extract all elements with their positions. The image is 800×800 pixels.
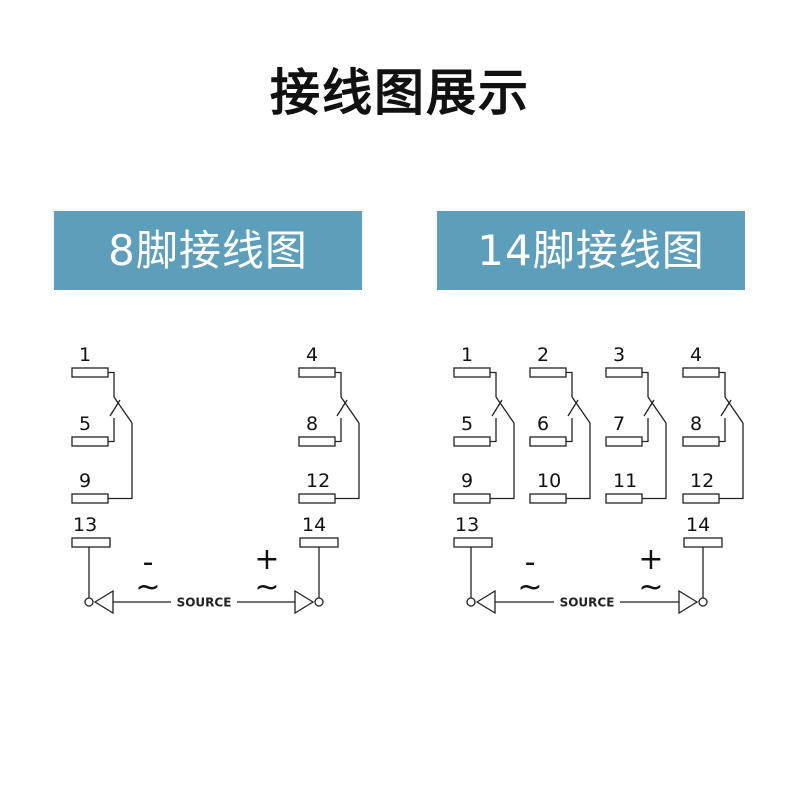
panel14-group4-common-lead	[719, 371, 726, 397]
panel8-group2-terminal-label: 8	[306, 413, 318, 435]
panel14-group2-terminal-2	[529, 367, 567, 378]
panel8-source-label: SOURCE	[177, 596, 232, 610]
panel14-group1-terminal-label: 5	[461, 413, 473, 435]
panel14-coil-terminal-14	[683, 537, 723, 548]
panel8-group1-no-lead	[108, 423, 133, 500]
panel8-group2-nc-lead	[335, 418, 342, 443]
panel14-group4-switch-mark	[720, 399, 732, 417]
panel8-group2-terminal-4	[298, 367, 336, 378]
panel14-group1-no-lead	[490, 423, 515, 500]
panel14-group2-nc-lead	[566, 418, 573, 443]
panel8-group1-terminal-label: 5	[79, 413, 91, 435]
panel14-group3-no-lead	[642, 423, 667, 500]
panel8-ac-sign-right: ~	[254, 570, 279, 605]
panel8-coil-label-left: 13	[73, 514, 97, 536]
panel14-group3-terminal-11	[605, 493, 643, 504]
panel14-group1-terminal-9	[453, 493, 491, 504]
panel14-group3-terminal-label: 3	[613, 344, 625, 366]
panel8-coil-terminal-13	[71, 537, 111, 548]
panel8-source-terminal-left	[84, 597, 94, 607]
panel14-ac-sign-right: ~	[638, 570, 663, 605]
panel14-group1-terminal-label: 9	[461, 470, 473, 492]
panel14-source-terminal-left	[466, 597, 476, 607]
panel14-group3-switch-mark	[643, 399, 655, 417]
panel14-group2-switch-mark	[567, 399, 579, 417]
panel14-group3-switch-blade	[647, 396, 667, 424]
panel8-source-terminal-right	[314, 597, 324, 607]
panel14-plus-sign: +	[638, 542, 663, 577]
panel8-group2-terminal-8	[298, 436, 336, 447]
panel8-group1-terminal-label: 1	[79, 344, 91, 366]
panel14-group3-terminal-label: 7	[613, 413, 625, 435]
panel14-group1-common-lead	[490, 371, 497, 397]
panel14-group3-terminal-label: 11	[613, 470, 637, 492]
panel14-arrow-left	[475, 589, 496, 615]
panel14-coil-label-right: 14	[686, 514, 710, 536]
panel8-ac-sign-left: ~	[135, 570, 160, 605]
panel14-group4-terminal-label: 4	[690, 344, 702, 366]
panel8-group1-terminal-9	[71, 493, 109, 504]
panel14-group4-terminal-label: 8	[690, 413, 702, 435]
panel14-coil-label-left: 13	[455, 514, 479, 536]
panel14-group2-terminal-10	[529, 493, 567, 504]
panel8-group2-switch-mark	[336, 399, 348, 417]
panel14-group1-terminal-1	[453, 367, 491, 378]
panel8-group1-nc-lead	[108, 418, 115, 443]
panel8-group1-common-lead	[108, 371, 115, 397]
panel14-group2-no-lead	[566, 423, 591, 500]
panel14-group3-terminal-3	[605, 367, 643, 378]
panel14-group1-terminal-label: 1	[461, 344, 473, 366]
banner-8-pin: 8脚接线图	[54, 211, 362, 290]
panel8-group2-no-lead	[335, 423, 360, 500]
panel8-group1-terminal-label: 9	[79, 470, 91, 492]
panel14-group4-switch-blade	[724, 396, 744, 424]
panel14-group4-no-lead	[719, 423, 744, 500]
panel14-group4-nc-lead	[719, 418, 726, 443]
panel8-coil-label-right: 14	[302, 514, 326, 536]
panel14-group1-terminal-5	[453, 436, 491, 447]
panel14-group1-switch-mark	[491, 399, 503, 417]
panel8-group1-switch-mark	[109, 399, 121, 417]
panel8-coil-terminal-14	[299, 537, 339, 548]
panel14-coil-terminal-13	[453, 537, 493, 548]
panel8-group1-terminal-5	[71, 436, 109, 447]
panel14-group4-terminal-12	[682, 493, 720, 504]
panel8-group1-terminal-1	[71, 367, 109, 378]
panel14-group4-terminal-4	[682, 367, 720, 378]
panel8-group2-common-lead	[335, 371, 342, 397]
panel14-group3-common-lead	[642, 371, 649, 397]
panel8-plus-sign: +	[254, 542, 279, 577]
panel8-group2-terminal-label: 12	[306, 470, 330, 492]
panel8-arrow-left	[93, 589, 114, 615]
panel8-group2-terminal-12	[298, 493, 336, 504]
panel14-group2-switch-blade	[571, 396, 591, 424]
panel14-group2-common-lead	[566, 371, 573, 397]
panel14-group2-terminal-label: 10	[537, 470, 561, 492]
panel14-group3-nc-lead	[642, 418, 649, 443]
panel14-minus-sign: -	[525, 545, 536, 580]
banner-14-pin: 14脚接线图	[437, 211, 745, 290]
panel14-ac-sign-left: ~	[517, 570, 542, 605]
panel14-group2-terminal-6	[529, 436, 567, 447]
panel14-group4-terminal-8	[682, 436, 720, 447]
panel14-group3-terminal-7	[605, 436, 643, 447]
panel8-group2-switch-blade	[340, 396, 360, 424]
panel8-minus-sign: -	[143, 545, 154, 580]
panel14-source-terminal-right	[698, 597, 708, 607]
panel14-source-label: SOURCE	[560, 596, 615, 610]
panel8-group1-switch-blade	[113, 396, 133, 424]
panel8-arrow-right	[294, 589, 315, 615]
panel14-arrow-right	[678, 589, 699, 615]
page-title: 接线图展示	[270, 64, 530, 122]
panel14-group4-terminal-label: 12	[690, 470, 714, 492]
panel14-group1-nc-lead	[490, 418, 497, 443]
panel14-group2-terminal-label: 2	[537, 344, 549, 366]
panel14-group2-terminal-label: 6	[537, 413, 549, 435]
panel8-group2-terminal-label: 4	[306, 344, 318, 366]
panel14-group1-switch-blade	[495, 396, 515, 424]
